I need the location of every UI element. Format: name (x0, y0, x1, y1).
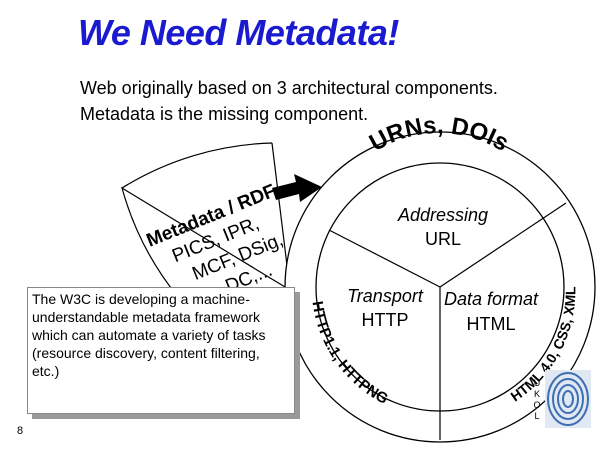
intro-line-1: Web originally based on 3 architectural … (80, 78, 498, 98)
sector-left-title: Transport (347, 286, 424, 306)
callout-text: The W3C is developing a machine-understa… (32, 291, 266, 379)
logo-letter: U (533, 378, 541, 388)
logo-letter: O (533, 400, 541, 410)
page-number: 8 (17, 425, 24, 437)
logo-letter: L (534, 411, 540, 421)
sector-top-sub: URL (425, 229, 461, 249)
callout-box: The W3C is developing a machine-understa… (27, 287, 295, 414)
divider-upper-right (439, 202, 567, 288)
intro-line-2: Metadata is the missing component. (80, 104, 369, 124)
sector-right-title: Data format (444, 289, 539, 309)
slide-title: We Need Metadata! (78, 12, 399, 53)
ukoln-logo-icon (545, 370, 591, 428)
sector-left-sub: HTTP (362, 310, 409, 330)
arrow-icon (272, 174, 322, 202)
logo-letters: U K O L (532, 378, 542, 422)
logo-letter: K (533, 389, 540, 399)
sector-right-sub: HTML (467, 314, 516, 334)
sector-top-title: Addressing (397, 205, 488, 225)
divider-upper-left (328, 229, 441, 288)
